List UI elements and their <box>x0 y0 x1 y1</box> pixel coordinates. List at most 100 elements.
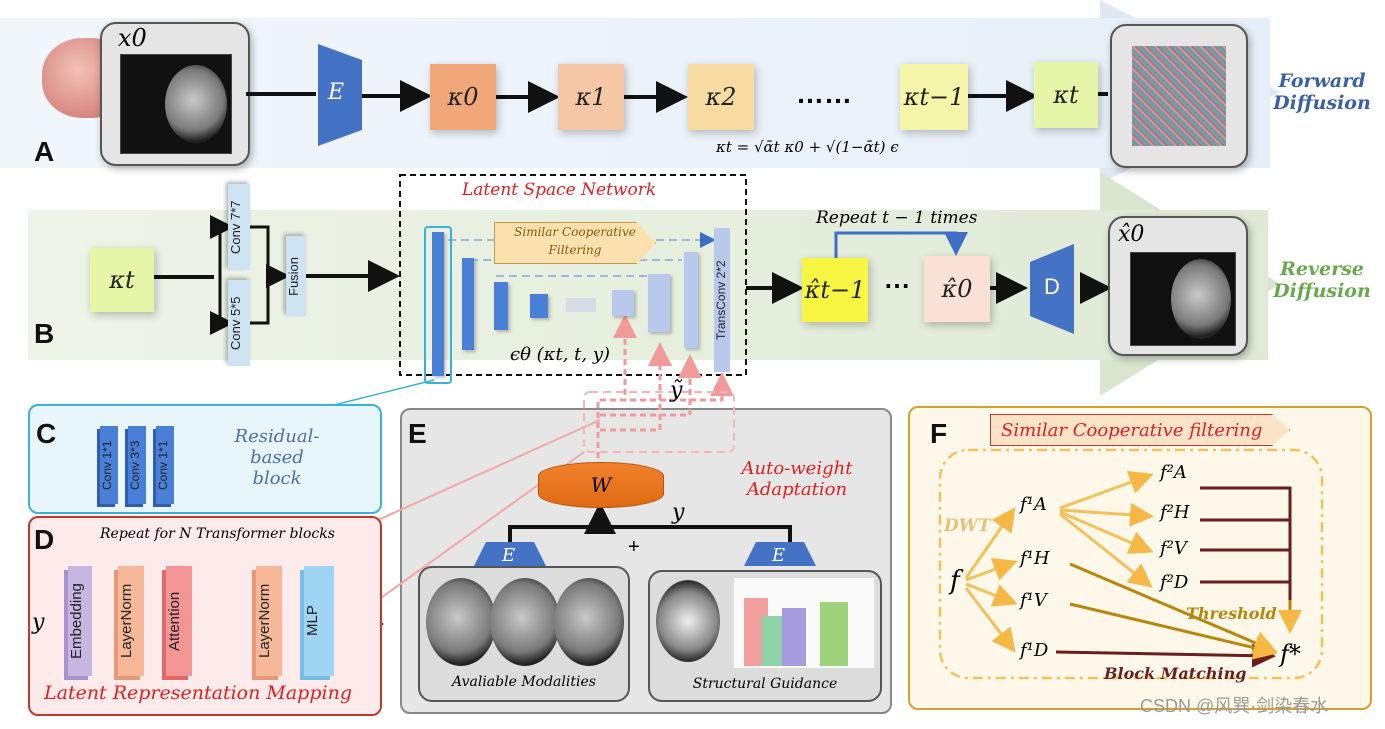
unet-enc-4 <box>530 294 548 318</box>
reverse-title: Reverse Diffusion <box>1262 258 1382 302</box>
encoder-e-right <box>744 542 816 566</box>
unet-enc-2 <box>462 258 474 350</box>
decoder-label: D <box>1044 274 1060 299</box>
histogram-green-1 <box>762 616 784 666</box>
latent-map-title: Latent Representation Mapping <box>44 682 352 704</box>
modality-2 <box>490 578 560 666</box>
histogram <box>734 578 874 668</box>
encoder-a-label: E <box>328 80 345 105</box>
unet-enc-3 <box>494 282 508 330</box>
x0hat-label: x̂0 <box>1118 222 1145 247</box>
scf-title: Similar Cooperative filtering <box>990 414 1290 446</box>
residual-title-line2: block <box>252 468 302 489</box>
f2d-label: f²D <box>1160 572 1189 593</box>
eps-label: ϵθ (κt, t, y) <box>510 344 611 365</box>
residual-title: Residual-based block <box>212 426 342 489</box>
reverse-input-label: κt <box>109 266 135 294</box>
watermark: CSDN @风巽·剑染春水 <box>1140 696 1329 716</box>
kappa-0-label: κ0 <box>447 83 479 111</box>
residual-conv2: Conv 3*3 <box>128 426 146 504</box>
khat-t1-box: κ̂t−1 <box>802 258 868 322</box>
d-y-input: y <box>32 610 45 635</box>
noise-image <box>1132 46 1226 146</box>
output-mri-frame <box>1108 216 1248 356</box>
encoder-a <box>318 44 362 146</box>
forward-title-line1: Forward <box>1278 70 1366 92</box>
output-mri-stack <box>1130 252 1236 346</box>
fstar-label: f* <box>1280 640 1301 668</box>
autoweight-title-line2: Adaptation <box>746 479 848 500</box>
unet-dec-3 <box>684 252 698 348</box>
latent-network-title: Latent Space Network <box>462 180 657 200</box>
conv7-block: Conv 7*7 <box>228 184 250 270</box>
f1a-label: f¹A <box>1020 494 1047 515</box>
kappa-0-box: κ0 <box>430 64 496 130</box>
structural-brain <box>656 580 720 662</box>
histogram-green-2 <box>820 602 848 666</box>
section-a-label: A <box>34 136 55 167</box>
f1v-label: f¹V <box>1020 590 1047 611</box>
kappa-t-box: κt <box>1034 62 1098 128</box>
kappa-t-label: κt <box>1053 81 1079 109</box>
khat-0-label: κ̂0 <box>941 275 973 303</box>
repeat-n-label: Repeat for N Transformer blocks <box>100 526 335 542</box>
attention-block: Attention <box>166 566 192 676</box>
khat-t1-label: κ̂t−1 <box>804 276 866 304</box>
section-d-label: D <box>34 524 55 555</box>
ytilde-label: ỹ <box>670 378 683 403</box>
f2h-label: f²H <box>1160 502 1190 523</box>
mri-slice <box>165 65 227 143</box>
w-label: W <box>590 473 612 497</box>
guidance-caption: Structural Guidance <box>692 676 838 692</box>
embedding-block: Embedding <box>68 566 92 676</box>
noise-frame <box>1110 24 1248 168</box>
unet-bottleneck <box>566 298 596 312</box>
unet-enc-1 <box>432 232 444 376</box>
f-label: f <box>950 566 960 596</box>
kappa-ellipsis: …… <box>796 78 852 109</box>
panel-c <box>28 404 382 514</box>
transconv-block: TransConv 2*2 <box>714 228 730 372</box>
kappa-1-box: κ1 <box>558 64 624 130</box>
modalities-frame: Avaliable Modalities <box>418 566 630 702</box>
repeat-label: Repeat t − 1 times <box>816 208 978 228</box>
khat-0-box: κ̂0 <box>924 256 990 322</box>
kappa-t1-box: κt−1 <box>900 64 968 130</box>
section-f-label: F <box>930 418 948 449</box>
reverse-input-box: κt <box>90 248 154 312</box>
modalities-caption: Avaliable Modalities <box>452 674 596 690</box>
residual-conv1: Conv 1*1 <box>100 426 118 504</box>
x0-label: x0 <box>118 24 147 52</box>
reverse-title-line2: Diffusion <box>1273 280 1371 302</box>
enc-left-label: E <box>502 545 516 566</box>
decoder-d <box>1030 244 1074 334</box>
section-c-label: C <box>36 418 57 449</box>
histogram-purple <box>782 608 806 666</box>
kappa-2-box: κ2 <box>688 64 754 130</box>
encoder-e-left <box>474 542 546 566</box>
autoweight-title-line1: Auto-weight <box>741 458 853 479</box>
f1h-label: f¹H <box>1020 548 1050 569</box>
autoweight-title: Auto-weight Adaptation <box>722 458 872 500</box>
f1d-label: f¹D <box>1020 640 1049 661</box>
weight-cylinder: W <box>538 462 664 508</box>
forward-equation: κt = √ᾱt κ0 + √(1−ᾱt) ϵ <box>716 138 899 156</box>
f2v-label: f²V <box>1160 538 1187 559</box>
modality-1 <box>426 578 496 666</box>
modality-3 <box>554 578 624 666</box>
section-b-label: B <box>34 318 55 349</box>
highlighted-block <box>424 226 452 384</box>
enc-right-label: E <box>772 545 786 566</box>
layernorm-block-1: LayerNorm <box>118 566 144 676</box>
plus-sign: + <box>628 536 640 558</box>
forward-title-line2: Diffusion <box>1273 92 1371 114</box>
scf-box: Similar Cooperative Filtering <box>494 222 656 264</box>
reverse-ellipsis: ⋯ <box>884 270 910 300</box>
fusion-block: Fusion <box>286 236 306 316</box>
section-e-label: E <box>408 418 427 449</box>
residual-conv3: Conv 1*1 <box>156 426 174 504</box>
block-matching-label: Block Matching <box>1104 664 1247 683</box>
unet-dec-2 <box>648 274 670 332</box>
layernorm-block-2: LayerNorm <box>256 566 282 676</box>
threshold-label: Threshold <box>1186 604 1277 623</box>
